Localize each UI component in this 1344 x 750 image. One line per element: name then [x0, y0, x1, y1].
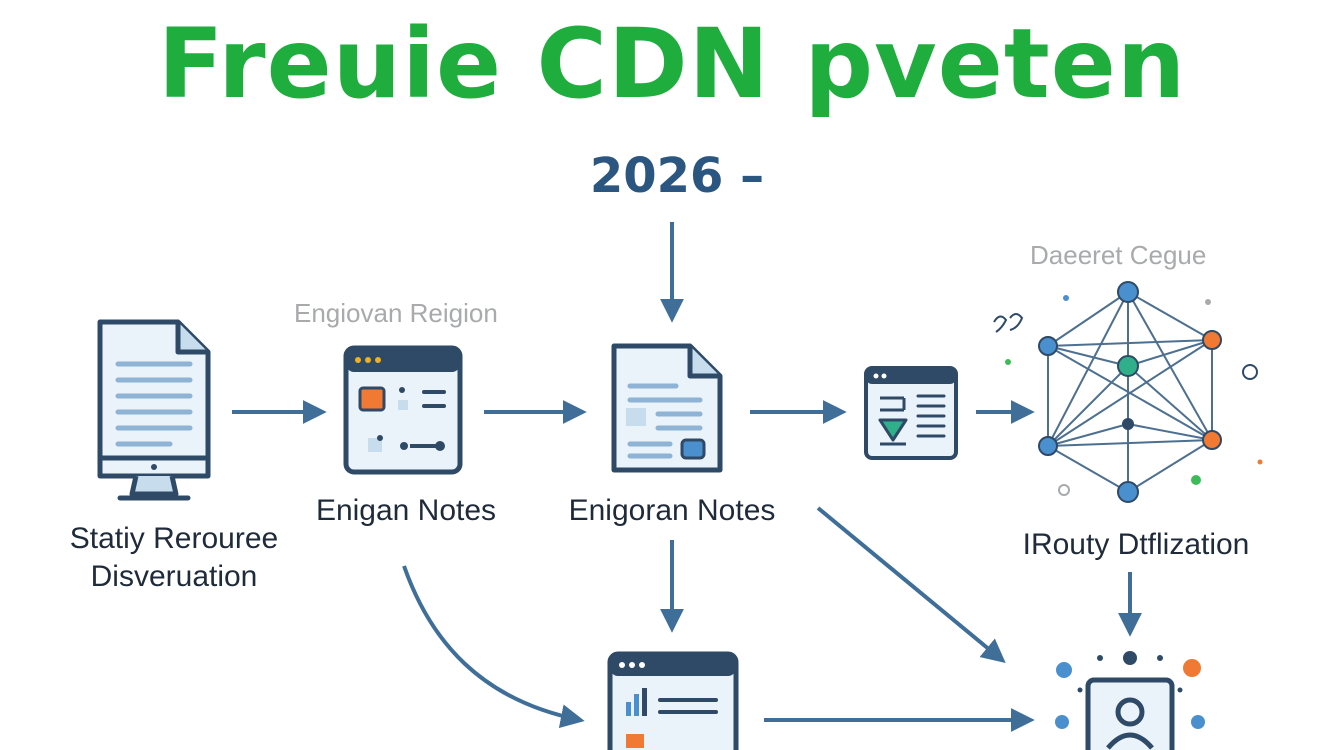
network-graph-icon — [993, 281, 1263, 503]
arrows — [232, 222, 1142, 732]
arrow-enigan-curve — [402, 565, 585, 728]
arrow-enigoran-to-user — [816, 506, 1006, 664]
enigan-notes-label: Enigan Notes — [315, 494, 497, 527]
user-profile-icon — [1055, 651, 1205, 750]
document-icon — [611, 343, 723, 473]
region-label-right: Daeeret Cegue — [1030, 240, 1207, 270]
filter-window-icon — [864, 366, 958, 460]
monitor-document-icon — [97, 319, 211, 501]
routy-label: IRouty Dtflization — [1022, 528, 1250, 561]
diagram-subtitle: 2026 – — [589, 148, 765, 204]
diagram-title: Freuie CDN pveten — [157, 8, 1187, 120]
static-resource-label: Statiy Rerouree Disveruation — [54, 520, 294, 596]
static-resource-label-line1: Statiy Rerouree — [69, 522, 279, 555]
chart-window-icon — [607, 651, 739, 750]
browser-window-icon — [343, 345, 463, 475]
region-label-left: Engiovan Reigion — [294, 298, 498, 328]
enigoran-notes-label: Enigoran Notes — [568, 494, 776, 527]
static-resource-label-line2: Disveruation — [90, 560, 258, 593]
